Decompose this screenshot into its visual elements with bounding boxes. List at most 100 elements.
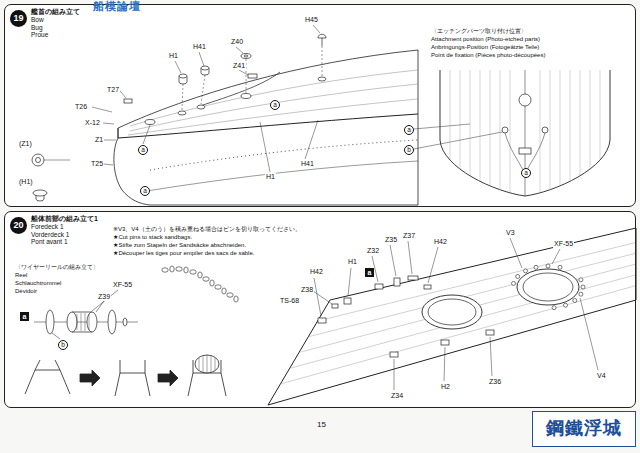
part-number: Z37 — [402, 232, 416, 240]
sandbag-beads — [573, 299, 577, 303]
bow-top-view — [440, 70, 610, 196]
panel-ground — [4, 4, 636, 207]
part-number: Z34 — [390, 392, 404, 400]
deck-parts — [441, 340, 449, 345]
bow-top-view — [450, 70, 600, 200]
sandbag-beads — [512, 264, 586, 310]
part-number: XF-55 — [553, 240, 574, 248]
chain-beads — [222, 288, 226, 294]
part-number: (Z1) — [18, 140, 33, 148]
deck-parts — [408, 276, 418, 280]
chain-beads — [184, 267, 188, 273]
chain-beads — [162, 268, 168, 272]
part-number: H1 — [168, 52, 179, 60]
foredeck — [280, 286, 636, 384]
bow-top-view — [502, 127, 508, 133]
chain-beads — [203, 277, 209, 281]
deck-parts — [344, 298, 351, 304]
reel-frame-sequence — [25, 360, 70, 394]
bow-hull — [118, 128, 119, 138]
step-title-translation: Foredeck 1 — [31, 223, 98, 230]
leader-line — [92, 107, 112, 112]
reel-parts — [87, 312, 97, 332]
chain-beads — [176, 267, 182, 271]
panel-ground — [4, 211, 636, 408]
sandbag-beads — [558, 265, 562, 269]
part-number: Z41 — [232, 62, 246, 70]
deck-parts — [486, 330, 494, 335]
foredeck — [268, 228, 636, 405]
deck-fittings — [318, 77, 326, 81]
deck-parts — [375, 284, 383, 289]
step-number-text: 19 — [10, 10, 27, 27]
glue-point-mark: a — [404, 125, 414, 135]
part-number: Z38 — [300, 286, 314, 294]
part-number: T25 — [90, 160, 104, 168]
watermark-text: 船模論壇 — [92, 0, 142, 12]
leader-line — [103, 123, 114, 124]
deck-parts — [424, 285, 431, 289]
leader-line — [104, 140, 116, 141]
paint-mark: a — [20, 312, 29, 321]
reel-parts — [77, 313, 89, 331]
leader-line — [313, 291, 332, 304]
part-number: H42 — [433, 238, 448, 246]
text-holder: 20 — [10, 217, 27, 234]
sandbag-beads — [579, 292, 583, 296]
chain-beads — [170, 266, 174, 272]
part-number: V3 — [505, 229, 516, 237]
step-panel: 20船体前部の組み立て1Foredeck 1Vorderdeck 1Pont a… — [4, 211, 636, 408]
section-heading: Attachment position (Photo-etched parts) — [430, 36, 541, 43]
leader-line — [490, 337, 492, 376]
deck-planking — [130, 84, 418, 131]
sandbag-beads — [581, 285, 585, 289]
part-number: H1 — [265, 173, 276, 181]
part-number: TS-68 — [279, 297, 300, 305]
exploded-parts — [179, 74, 187, 78]
step-number: 19 — [10, 10, 27, 27]
part-number: V4 — [596, 372, 607, 380]
deck-parts — [390, 352, 398, 357]
page-number: 15 — [316, 421, 327, 430]
sandbag-beads — [534, 265, 538, 269]
bow-hull — [114, 50, 418, 205]
deck-fittings — [241, 94, 251, 99]
deck-parts — [332, 304, 338, 308]
note-text: ※V3、V4（土のう）を積み重ねる場合はピンを切り取ってください。 — [112, 226, 302, 233]
deck-fittings — [145, 77, 326, 125]
reel-parts — [123, 318, 127, 326]
leader-line — [201, 75, 205, 104]
part-number: XF-55 — [112, 281, 133, 289]
sandbag-beads — [516, 275, 520, 279]
section-heading: Dévidoir — [14, 288, 38, 295]
note-text: ★Cut pins to stack sandbags. — [112, 234, 193, 241]
step-title: 船体前部の組み立て1 — [31, 215, 98, 223]
glue-point-mark: a — [138, 145, 148, 155]
part-number: T26 — [74, 103, 88, 111]
bow-top-view — [519, 148, 531, 154]
deck-fittings — [178, 111, 186, 115]
deck-planking — [200, 72, 280, 106]
deck-fittings — [145, 120, 155, 125]
leader-line — [44, 160, 70, 161]
leader-line — [175, 61, 181, 73]
leader-line — [199, 52, 204, 66]
chain-beads — [190, 270, 196, 274]
leader-line — [348, 268, 351, 296]
text-holder: 船体前部の組み立て1Foredeck 1Vorderdeck 1Pont ava… — [31, 215, 98, 245]
step-panel: 19艦首の組み立てBowBugProue — [4, 4, 636, 207]
exploded-parts — [32, 34, 326, 201]
glue-point-mark: b — [58, 340, 68, 350]
leader-line — [104, 164, 113, 165]
leader-line — [428, 247, 438, 283]
part-number: Z39 — [97, 293, 111, 301]
leader-line — [236, 47, 243, 53]
part-number: H2 — [440, 383, 451, 391]
leader-line — [313, 25, 320, 33]
bow-hull — [114, 50, 418, 205]
step-title-translation: Pont avant 1 — [31, 238, 98, 245]
bow-hull — [140, 161, 418, 192]
part-number: (H1) — [18, 178, 34, 186]
step-number-text: 20 — [10, 217, 27, 234]
